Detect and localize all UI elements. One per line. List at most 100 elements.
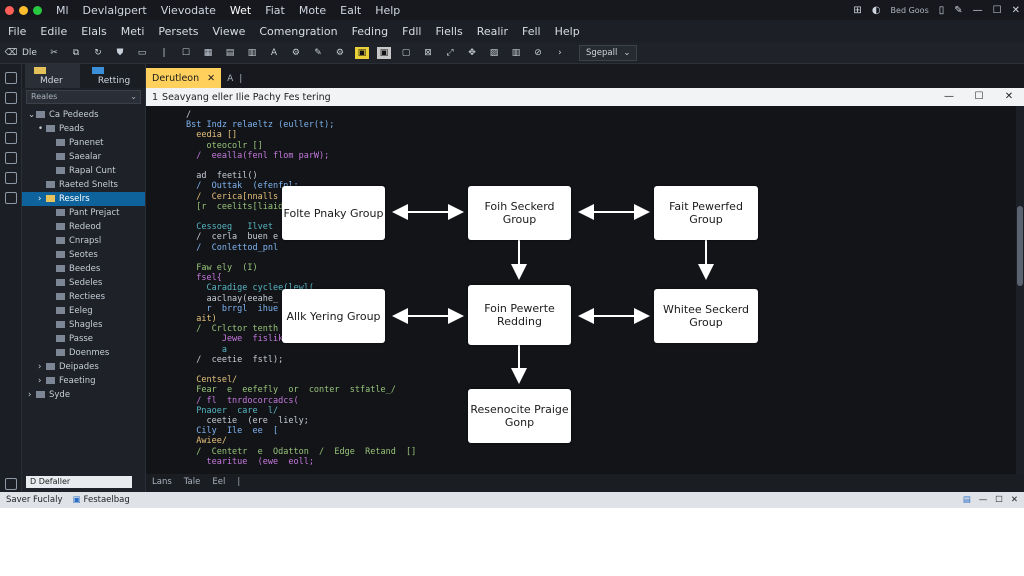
diagram-node[interactable]: Foin Pewerte Redding	[468, 285, 571, 345]
bottom-tab-tale[interactable]: Tale	[183, 477, 201, 487]
bottom-panel[interactable]	[0, 508, 1024, 576]
explorer-icon[interactable]	[5, 72, 17, 84]
box-icon[interactable]: ▣	[376, 46, 391, 59]
diagram-node[interactable]: Folte Pnaky Group	[282, 186, 385, 240]
back-icon[interactable]: ⌫	[4, 47, 18, 58]
close-icon[interactable]: ✕	[1004, 91, 1014, 102]
close-icon[interactable]: ✕	[207, 72, 216, 84]
tree-item[interactable]: ›Reselrs	[22, 192, 145, 206]
menu-item[interactable]: Persets	[158, 24, 199, 38]
maximize-window-button[interactable]	[33, 5, 42, 15]
tree-item[interactable]: Panenet	[22, 136, 145, 150]
account-label[interactable]: Bed Goos	[890, 5, 929, 15]
menu-item[interactable]: Elals	[81, 24, 107, 38]
title-menu-item[interactable]: Wet	[229, 3, 252, 17]
tree-item[interactable]: Eeleg	[22, 304, 145, 318]
picture-icon[interactable]: ▨	[489, 47, 499, 58]
tree-item[interactable]: Rectiees	[22, 290, 145, 304]
tree-item[interactable]: ⌄Ca Pedeeds	[22, 108, 145, 122]
layout-icon[interactable]: ▦	[203, 47, 213, 58]
panel-icon[interactable]: ▤	[962, 495, 971, 505]
title-menu-item[interactable]: Devlalgpert	[82, 3, 147, 17]
layout-icon[interactable]: ▯	[938, 4, 945, 16]
text-icon[interactable]: A	[270, 47, 278, 58]
menu-item[interactable]: Comengration	[259, 24, 338, 38]
restore-icon[interactable]: ☐	[974, 91, 984, 102]
editor-tab-active[interactable]: Derutleon ✕	[146, 68, 222, 88]
close-icon[interactable]: ✕	[1010, 495, 1018, 505]
shield-icon[interactable]: ⛊	[116, 47, 124, 58]
menu-item[interactable]: Fell	[521, 24, 541, 38]
diagram-node[interactable]: Fait Pewerfed Group	[654, 186, 758, 240]
title-menu-item[interactable]: Ml	[56, 3, 69, 17]
menu-item[interactable]: Realir	[476, 24, 508, 38]
tree-item[interactable]: Pant Prejact	[22, 206, 145, 220]
maximize-icon[interactable]: ☐	[992, 4, 1002, 16]
tree-item[interactable]: Raeted Snelts	[22, 178, 145, 192]
editor-scrollbar[interactable]	[1016, 106, 1024, 474]
code-editor[interactable]: /Bst Indz relaeltz (euller(t); eedia [] …	[146, 106, 1016, 474]
chevron-icon[interactable]: ›	[38, 376, 42, 386]
minimize-icon[interactable]: —	[944, 91, 954, 102]
chevron-icon[interactable]: ⌄	[28, 110, 36, 120]
view-dropdown[interactable]: Sgepall ⌄	[578, 44, 638, 61]
accounts-icon[interactable]	[5, 478, 17, 490]
title-menu-item[interactable]: Help	[375, 3, 401, 17]
diagram-node[interactable]: Allk Yering Group	[282, 289, 385, 343]
ban-icon[interactable]: ⊘	[534, 47, 542, 58]
tree-item[interactable]: Cnrapsl	[22, 234, 145, 248]
chevron-icon[interactable]: ›	[38, 194, 42, 204]
chat-icon[interactable]: ▢	[401, 47, 411, 58]
close-icon[interactable]: ✕	[1011, 4, 1020, 16]
menu-item[interactable]: Feding	[351, 24, 389, 38]
a-icon[interactable]: A	[227, 74, 234, 84]
chart-icon[interactable]: ▥	[511, 47, 521, 58]
bottom-tab-eel[interactable]: Eel	[212, 477, 226, 487]
tree-item[interactable]: Seotes	[22, 248, 145, 262]
square-icon[interactable]: ☐	[181, 47, 190, 58]
tree-item[interactable]: Rapal Cunt	[22, 164, 145, 178]
diagram-node[interactable]: Foih Seckerd Group	[468, 186, 571, 240]
scrollbar-thumb[interactable]	[1017, 206, 1023, 286]
minimize-icon[interactable]: —	[972, 4, 983, 16]
highlight-icon[interactable]: ▣	[354, 46, 369, 59]
chevron-right-icon[interactable]: ›	[558, 47, 562, 58]
chevron-icon[interactable]: ›	[28, 390, 32, 400]
tree-item[interactable]: ›Syde	[22, 388, 145, 402]
bottom-tab-lans[interactable]: Lans	[152, 477, 172, 487]
minimize-window-button[interactable]	[19, 5, 28, 15]
menu-item[interactable]: File	[8, 24, 27, 38]
chevron-icon[interactable]: ›	[38, 362, 42, 372]
tree-item[interactable]: Doenmes	[22, 346, 145, 360]
tree-item[interactable]: Passe	[22, 332, 145, 346]
move-icon[interactable]: ✥	[468, 47, 476, 58]
menu-item[interactable]: Meti	[120, 24, 145, 38]
tree-item[interactable]: Saealar	[22, 150, 145, 164]
copy-icon[interactable]: ⧉	[72, 47, 80, 58]
menu-item[interactable]: Fdll	[402, 24, 422, 38]
sidebar-search-input[interactable]: Reales ⌄	[26, 90, 141, 104]
tree-item[interactable]: •Peads	[22, 122, 145, 136]
image-icon[interactable]: ⊠	[424, 47, 432, 58]
account-icon[interactable]: ◐	[871, 4, 881, 16]
debug-icon[interactable]	[5, 132, 17, 144]
pen-icon[interactable]: ✎	[954, 4, 963, 16]
tree-item[interactable]: Redeod	[22, 220, 145, 234]
extensions-icon[interactable]	[5, 152, 17, 164]
grid-icon[interactable]: ⊞	[853, 4, 862, 16]
sidebar-tab-settings[interactable]: Retting	[83, 64, 145, 88]
source-control-icon[interactable]	[5, 112, 17, 124]
title-menu-item[interactable]: Fiat	[265, 3, 285, 17]
menu-item[interactable]: Edile	[40, 24, 68, 38]
open-button[interactable]: Dle	[22, 47, 37, 58]
diagram-node[interactable]: Resenocite Praige Gonp	[468, 389, 571, 443]
menu-item[interactable]: Viewe	[212, 24, 246, 38]
menu-item[interactable]: Fiells	[435, 24, 463, 38]
folder-icon[interactable]: ▭	[137, 47, 147, 58]
table-icon[interactable]: ▥	[247, 47, 257, 58]
title-menu-item[interactable]: Vievodate	[160, 3, 216, 17]
title-menu-item[interactable]: Ealt	[340, 3, 362, 17]
title-menu-item[interactable]: Mote	[298, 3, 327, 17]
minimize-icon[interactable]: —	[978, 495, 988, 505]
close-window-button[interactable]	[5, 5, 14, 15]
